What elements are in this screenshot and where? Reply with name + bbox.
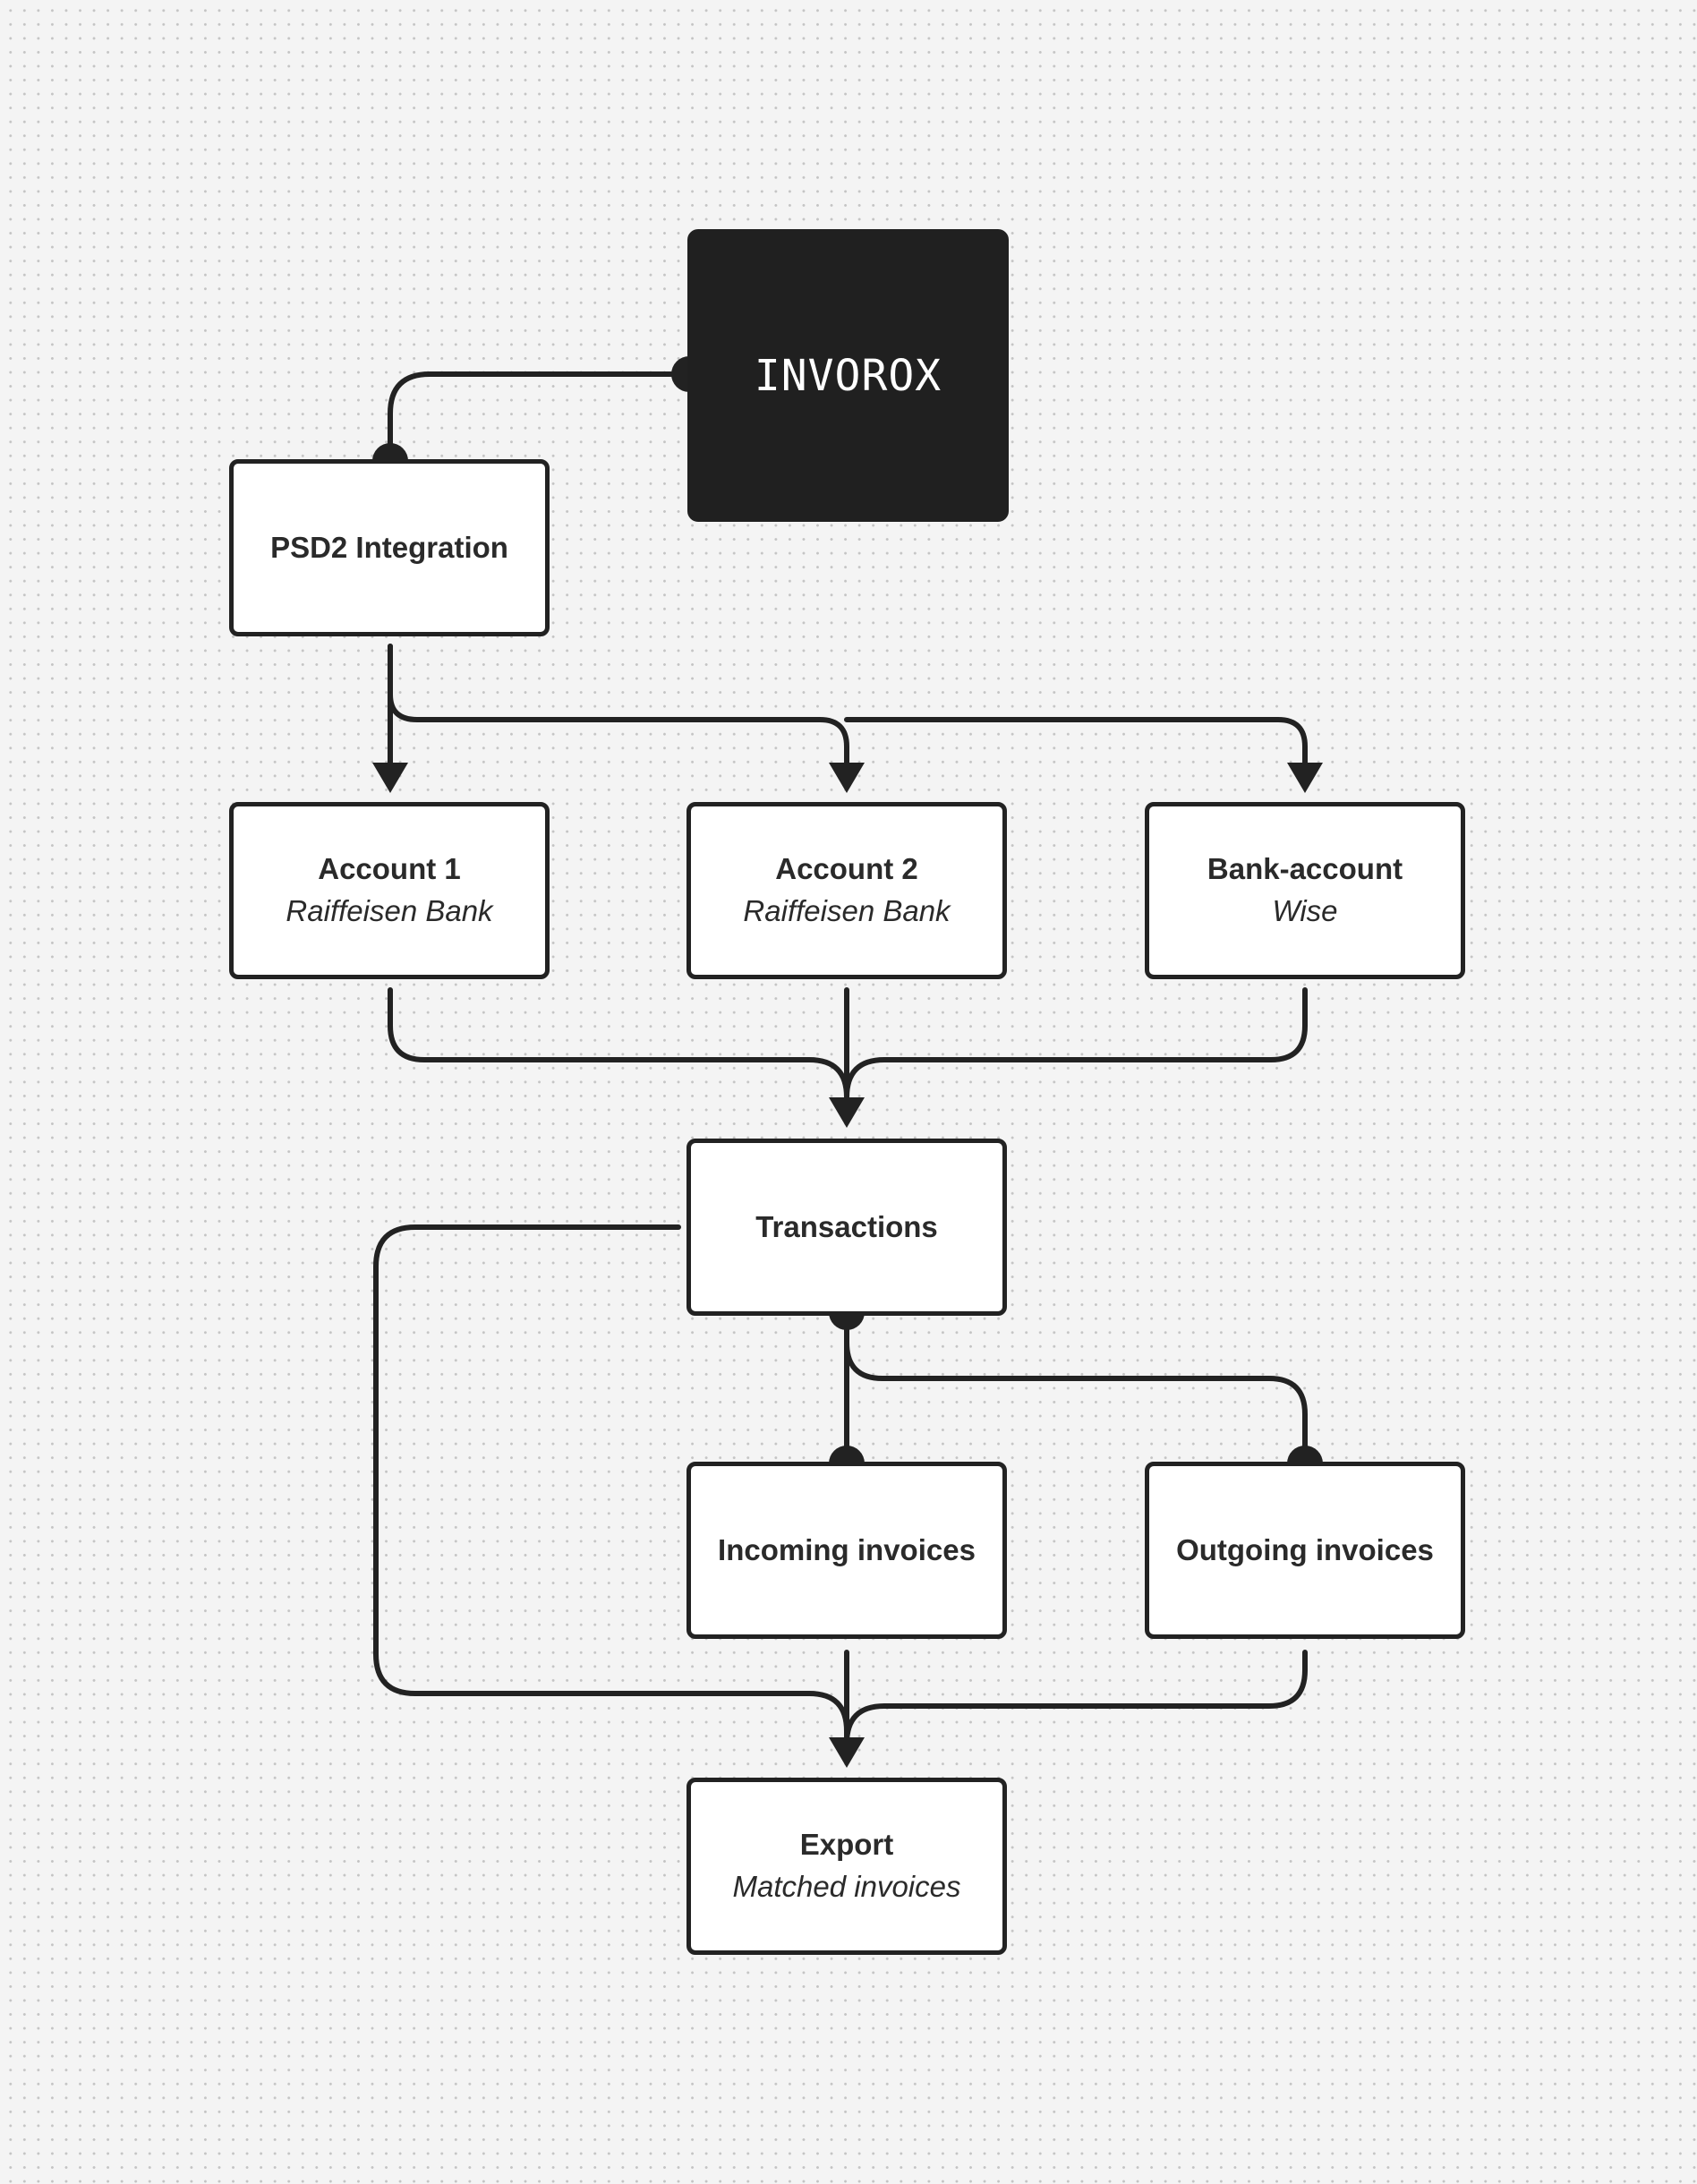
node-subtitle: Raiffeisen Bank — [743, 894, 951, 927]
node-subtitle: Matched invoices — [732, 1870, 961, 1903]
node-title: Account 2 — [775, 852, 918, 885]
node-subtitle: Raiffeisen Bank — [286, 894, 493, 927]
node-title: Account 1 — [318, 852, 461, 885]
brand-title: INVOROX — [754, 350, 942, 401]
arrowhead-transactions — [829, 1097, 865, 1128]
connector-outgoing-to-export — [844, 1650, 1308, 1746]
connector-psd2-to-account2 — [388, 644, 849, 778]
arrowhead-wise — [1287, 763, 1323, 793]
node-title: Incoming invoices — [718, 1533, 976, 1566]
connector-psd2-to-wise — [844, 717, 1308, 778]
node-outgoing-invoices[interactable]: Outgoing invoices — [1145, 1462, 1465, 1639]
node-title: Outgoing invoices — [1176, 1533, 1434, 1566]
node-transactions[interactable]: Transactions — [686, 1139, 1007, 1316]
connector-transactions-to-outgoing — [844, 1310, 1308, 1466]
node-psd2-integration[interactable]: PSD2 Integration — [229, 459, 550, 636]
node-title: Export — [799, 1828, 894, 1861]
arrowhead-account1 — [372, 763, 408, 793]
brand-node-invorox[interactable]: INVOROX — [687, 229, 1009, 522]
connector-brand-to-psd2 — [388, 371, 692, 464]
node-subtitle: Wise — [1272, 894, 1338, 927]
connector-transactions-to-export — [373, 1224, 849, 1753]
arrowhead-account2 — [829, 763, 865, 793]
node-title: Bank-account — [1207, 852, 1403, 885]
node-incoming-invoices[interactable]: Incoming invoices — [686, 1462, 1007, 1639]
node-title: Transactions — [755, 1210, 938, 1243]
connector-account1-to-transactions — [388, 987, 849, 1113]
node-title: PSD2 Integration — [270, 531, 508, 564]
node-account-2[interactable]: Account 2 Raiffeisen Bank — [686, 802, 1007, 979]
node-bank-account-wise[interactable]: Bank-account Wise — [1145, 802, 1465, 979]
connector-wise-to-transactions — [844, 987, 1308, 1100]
node-account-1[interactable]: Account 1 Raiffeisen Bank — [229, 802, 550, 979]
node-export[interactable]: Export Matched invoices — [686, 1778, 1007, 1955]
arrowhead-export — [829, 1737, 865, 1768]
